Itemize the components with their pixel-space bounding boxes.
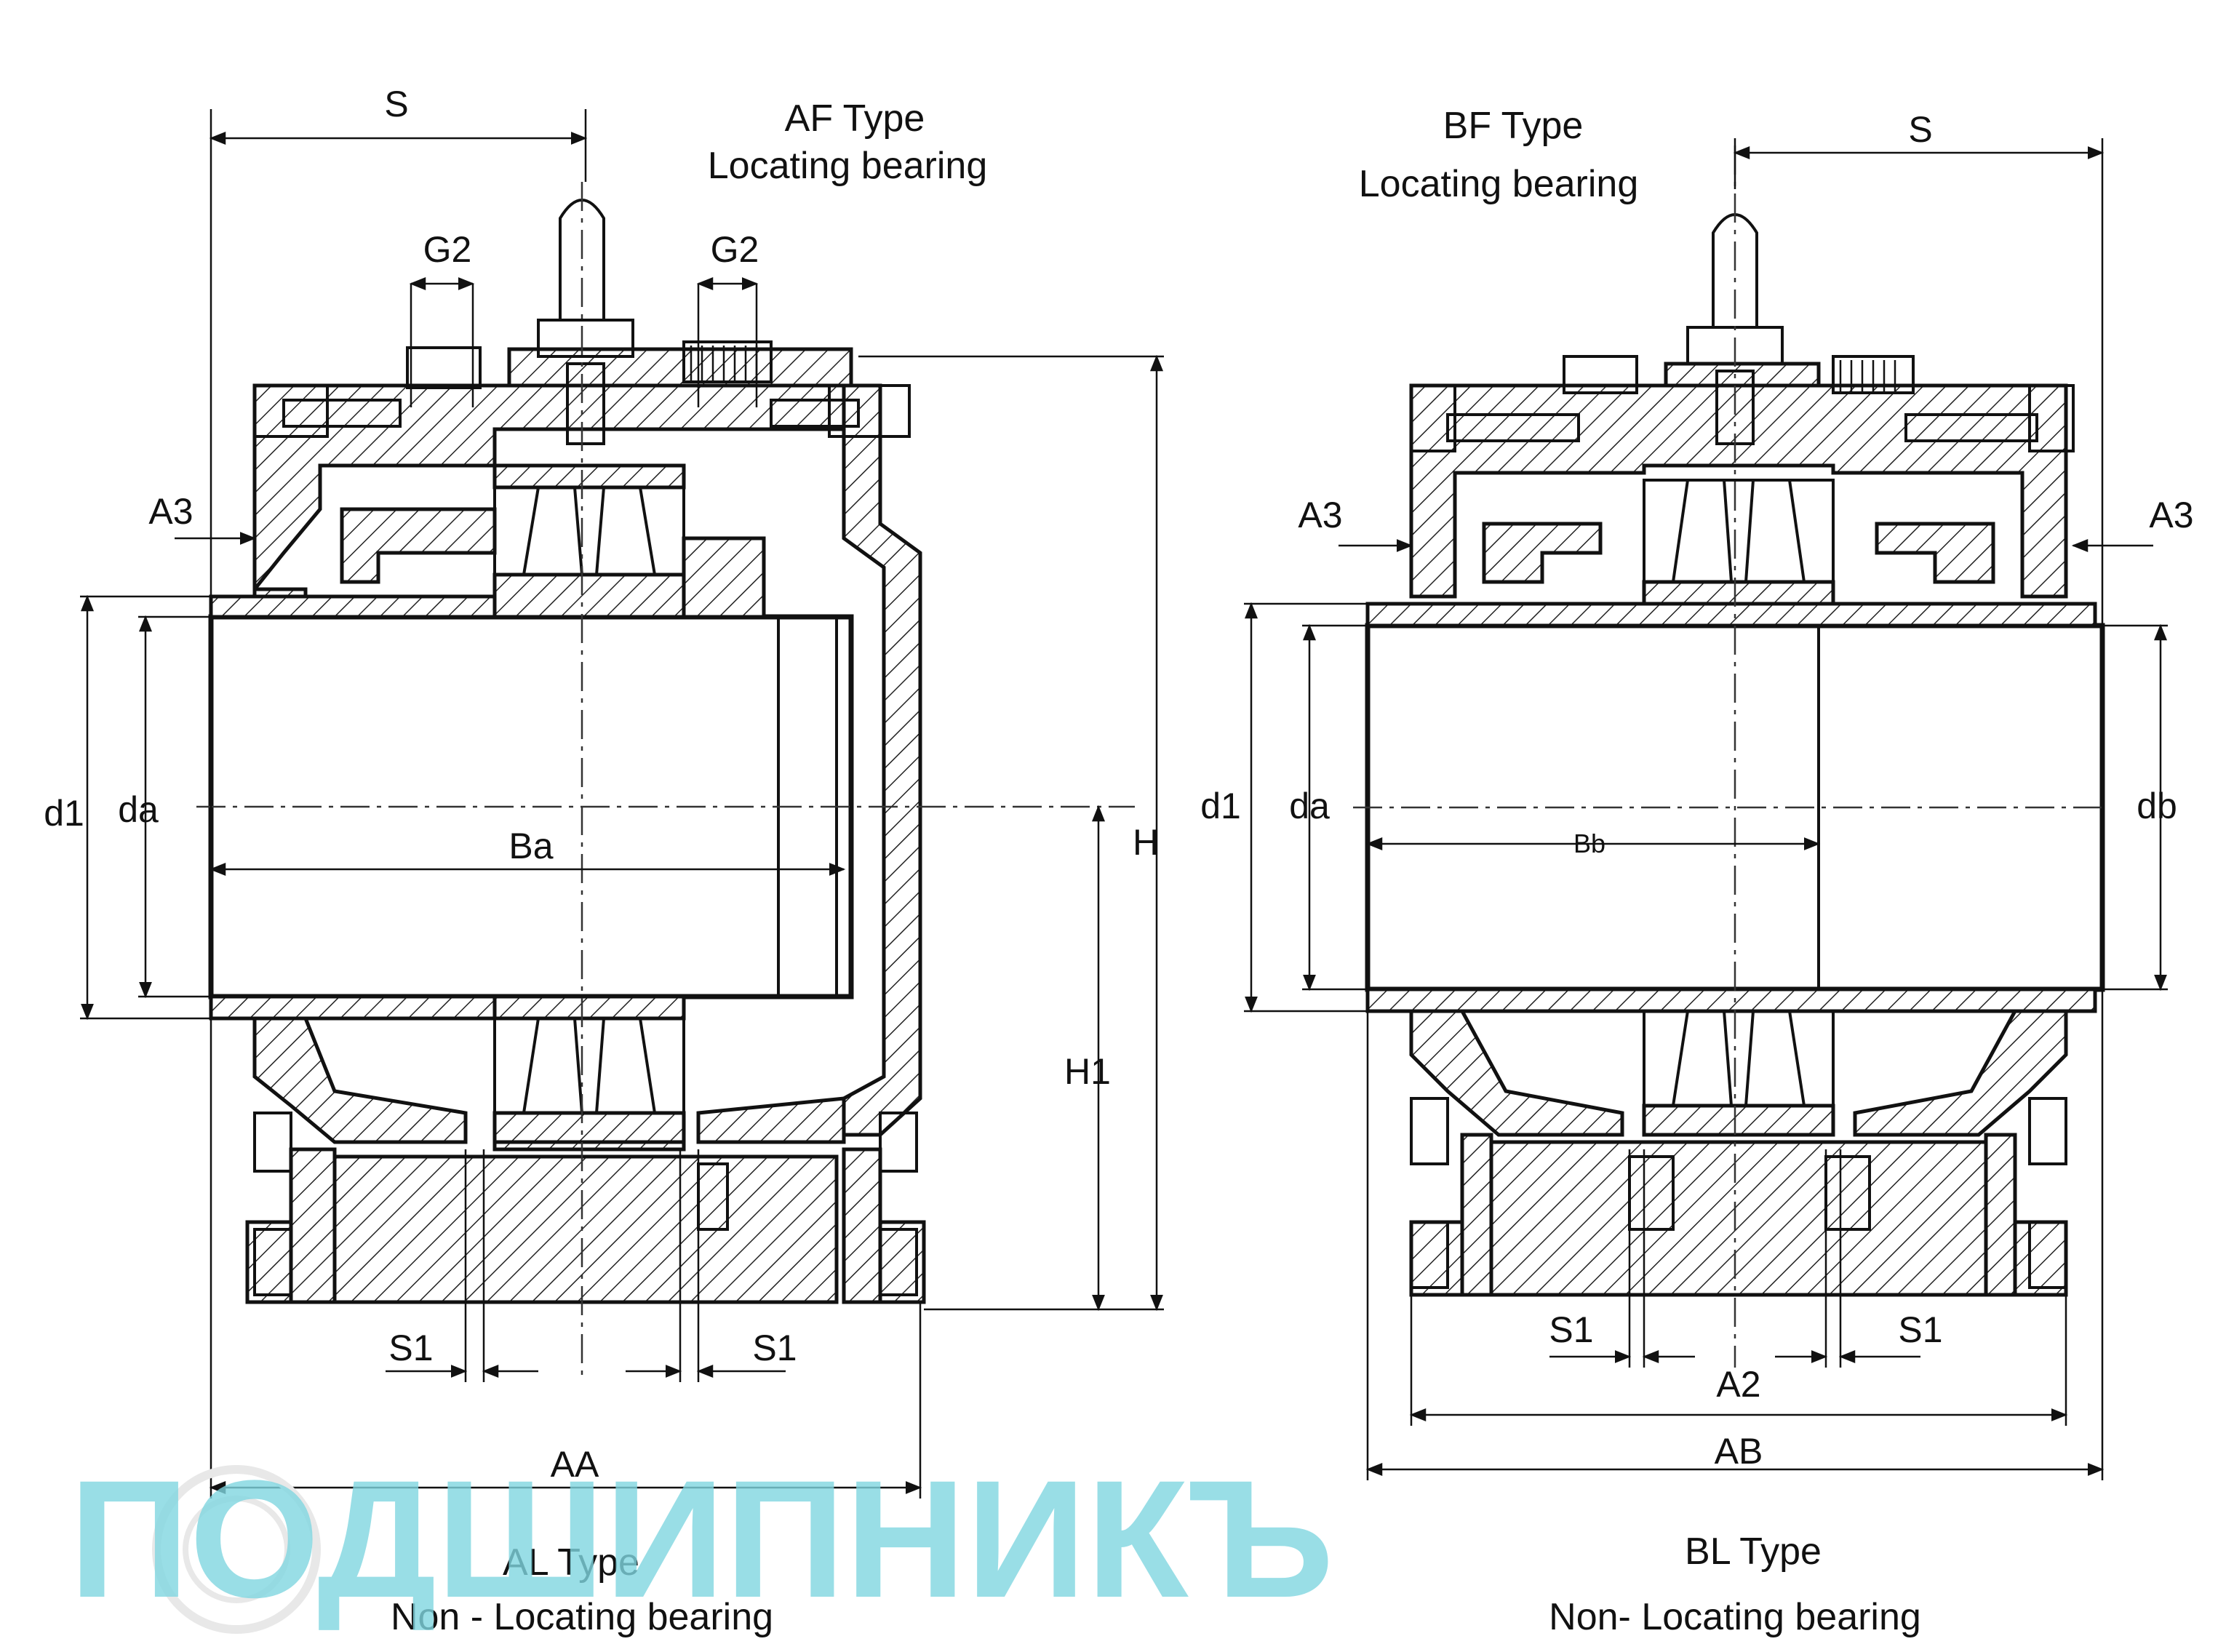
right-top-title: BF Type [1443,105,1584,147]
left-dim-da: da [118,789,159,830]
left-upper-bolts [253,340,911,438]
left-grease-nipple [537,199,634,445]
left-bottom-title: AL Type [503,1541,639,1584]
watermark-logo: ПОДШИПНИКЪ [69,1445,1334,1634]
left-bottom-subtitle: Non - Locating bearing [391,1596,773,1638]
watermark-text: ПОДШИПНИКЪ [69,1445,1334,1632]
right-dim-s1-right: S1 [1898,1309,1942,1350]
right-dimension-lines [1244,138,2168,1480]
left-dim-g2-right: G2 [711,229,759,270]
right-dim-s: S [1908,109,1932,150]
left-upper-bearing [492,463,686,619]
left-dimension-lines [80,109,1164,1499]
left-dim-s1-right: S1 [752,1328,797,1368]
left-view: AF Type Locating bearing S G2 G2 A3 d1 d… [44,84,1164,1638]
right-dim-ab: AB [1715,1431,1763,1472]
left-top-title: AF Type [785,97,925,140]
right-lower-bearing [1642,1010,1835,1137]
right-lower-housing [1365,987,2097,1297]
right-bottom-title: BL Type [1685,1531,1822,1573]
right-dim-a2: A2 [1716,1364,1760,1405]
right-dim-s1-left: S1 [1549,1309,1593,1350]
left-dim-h1: H1 [1064,1051,1111,1092]
right-upper-bearing [1642,479,1835,606]
right-dim-d1: d1 [1200,786,1241,826]
left-top-subtitle: Locating bearing [708,145,988,187]
right-bottom-subtitle: Non- Locating bearing [1549,1596,1921,1638]
right-dim-a3-right: A3 [2149,495,2193,535]
left-dim-h: H [1133,822,1159,863]
left-lower-bolts [253,1112,918,1296]
left-dim-s: S [384,84,408,124]
right-top-subtitle: Locating bearing [1359,163,1639,205]
right-dim-da: da [1289,786,1330,826]
left-dim-g2-left: G2 [423,229,472,270]
right-dim-a3-left: A3 [1298,495,1342,535]
left-dim-ba: Ba [508,826,553,866]
left-lower-housing [209,994,926,1304]
right-view: BF Type Locating bearing S A3 A3 d1 da B… [1200,105,2193,1638]
left-dim-d1: d1 [44,793,84,834]
right-upper-bolts [1410,355,2075,452]
left-dim-s1-left: S1 [388,1328,433,1368]
left-dim-a3: A3 [148,491,193,532]
left-dim-aa: AA [551,1444,599,1485]
right-dim-db: db [2137,786,2177,826]
right-dim-bb: Bb [1573,829,1605,858]
left-lower-bearing [492,1017,686,1144]
